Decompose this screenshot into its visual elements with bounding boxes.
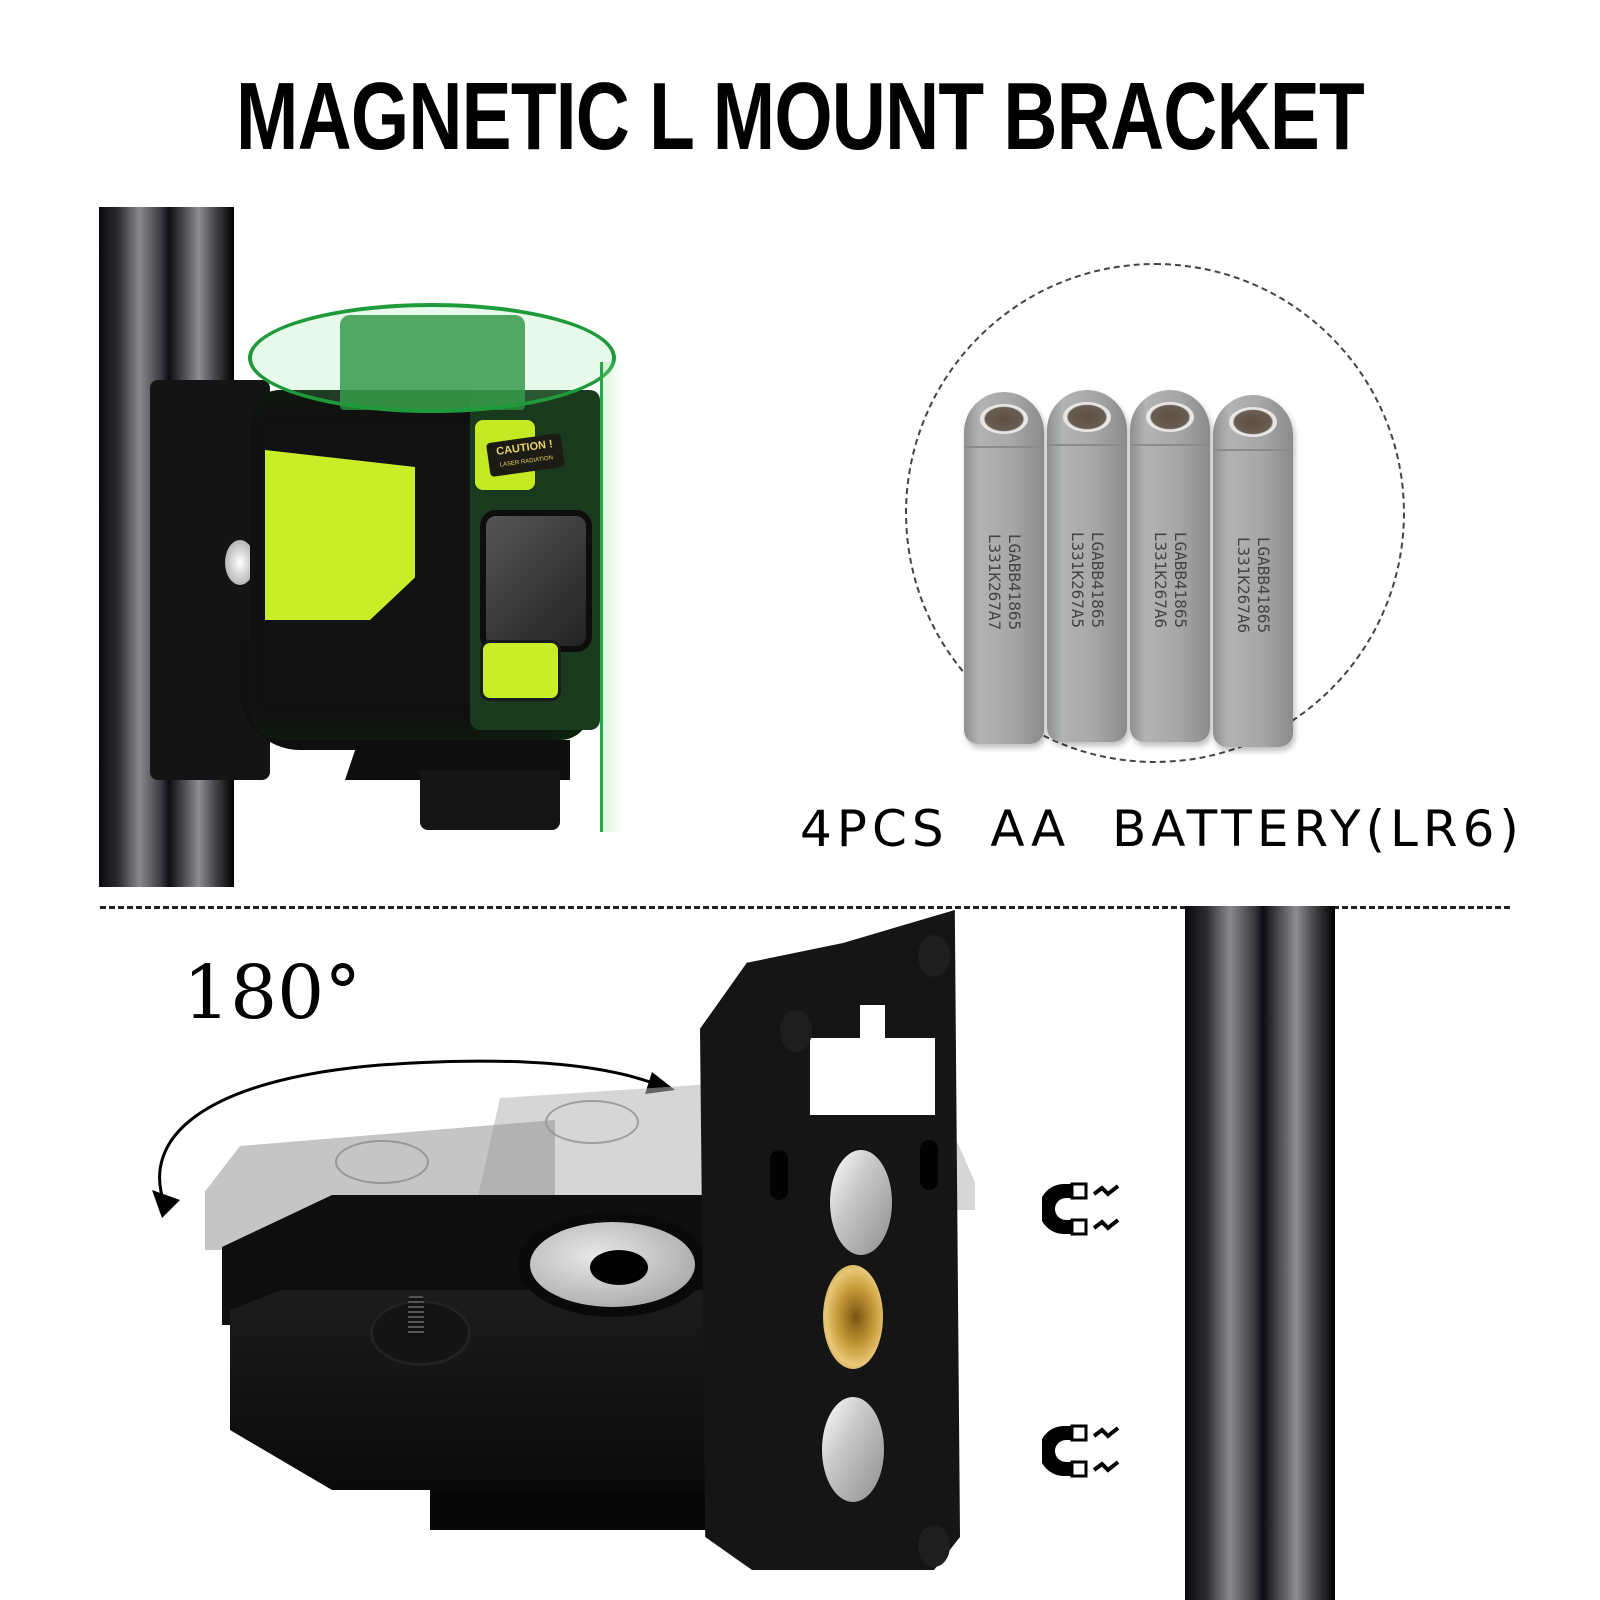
bracket-plate-front [230,1290,740,1490]
battery-terminal [1063,402,1111,432]
steel-pole-lower [1185,906,1335,1600]
battery-ring [1047,444,1127,446]
section-divider [100,906,1510,909]
page-title: MAGNETIC L MOUNT BRACKET [235,63,1365,170]
battery-2: LGABB41865 L331K267A5 [1047,390,1127,742]
laser-window [480,510,592,652]
battery-terminal [980,404,1028,434]
magnet-icon [1042,1182,1120,1236]
battery-4: LGABB41865 L331K267A6 [1213,395,1293,747]
battery-ring [1130,444,1210,446]
bracket-foot-lower [420,770,560,830]
rubber-foot [918,1525,950,1567]
laser-beam-horizontal [248,303,616,413]
battery-ring [964,446,1044,448]
laser-level-front-panel [265,450,415,620]
mount-screw [408,1296,424,1336]
battery-print: LGABB41865 L331K267A5 [1068,531,1107,629]
brass-thread-insert [823,1265,883,1369]
magnet-disc-upper [830,1150,892,1255]
battery-terminal [1229,407,1277,437]
battery-ring [1213,449,1293,451]
rubber-foot [918,935,950,977]
battery-image-frame: LGABB41865 L331K267A7 LGABB41865 L331K26… [905,263,1405,763]
rubber-foot [780,1010,812,1052]
rotation-disk-hole [590,1250,648,1285]
battery-print: LGABB41865 L331K267A6 [1151,531,1190,629]
battery-print: LGABB41865 L331K267A6 [1234,536,1273,634]
battery-terminal [1146,402,1194,432]
battery-1: LGABB41865 L331K267A7 [964,392,1044,744]
rotation-angle-label: 180° [183,950,362,1036]
ghost-screw-ring [545,1100,639,1144]
ghost-screw-ring [335,1140,429,1184]
power-switch [480,640,561,701]
keyhole-slot [770,1150,788,1200]
battery-print: LGABB41865 L331K267A7 [985,533,1024,631]
magnet-icon [1042,1424,1120,1478]
laser-beam-vertical [600,362,623,832]
battery-caption: 4PCS AA BATTERY(LR6) [800,800,1524,858]
magnet-disc-lower [822,1397,884,1502]
battery-3: LGABB41865 L331K267A6 [1130,390,1210,742]
keyhole-slot [920,1140,938,1190]
